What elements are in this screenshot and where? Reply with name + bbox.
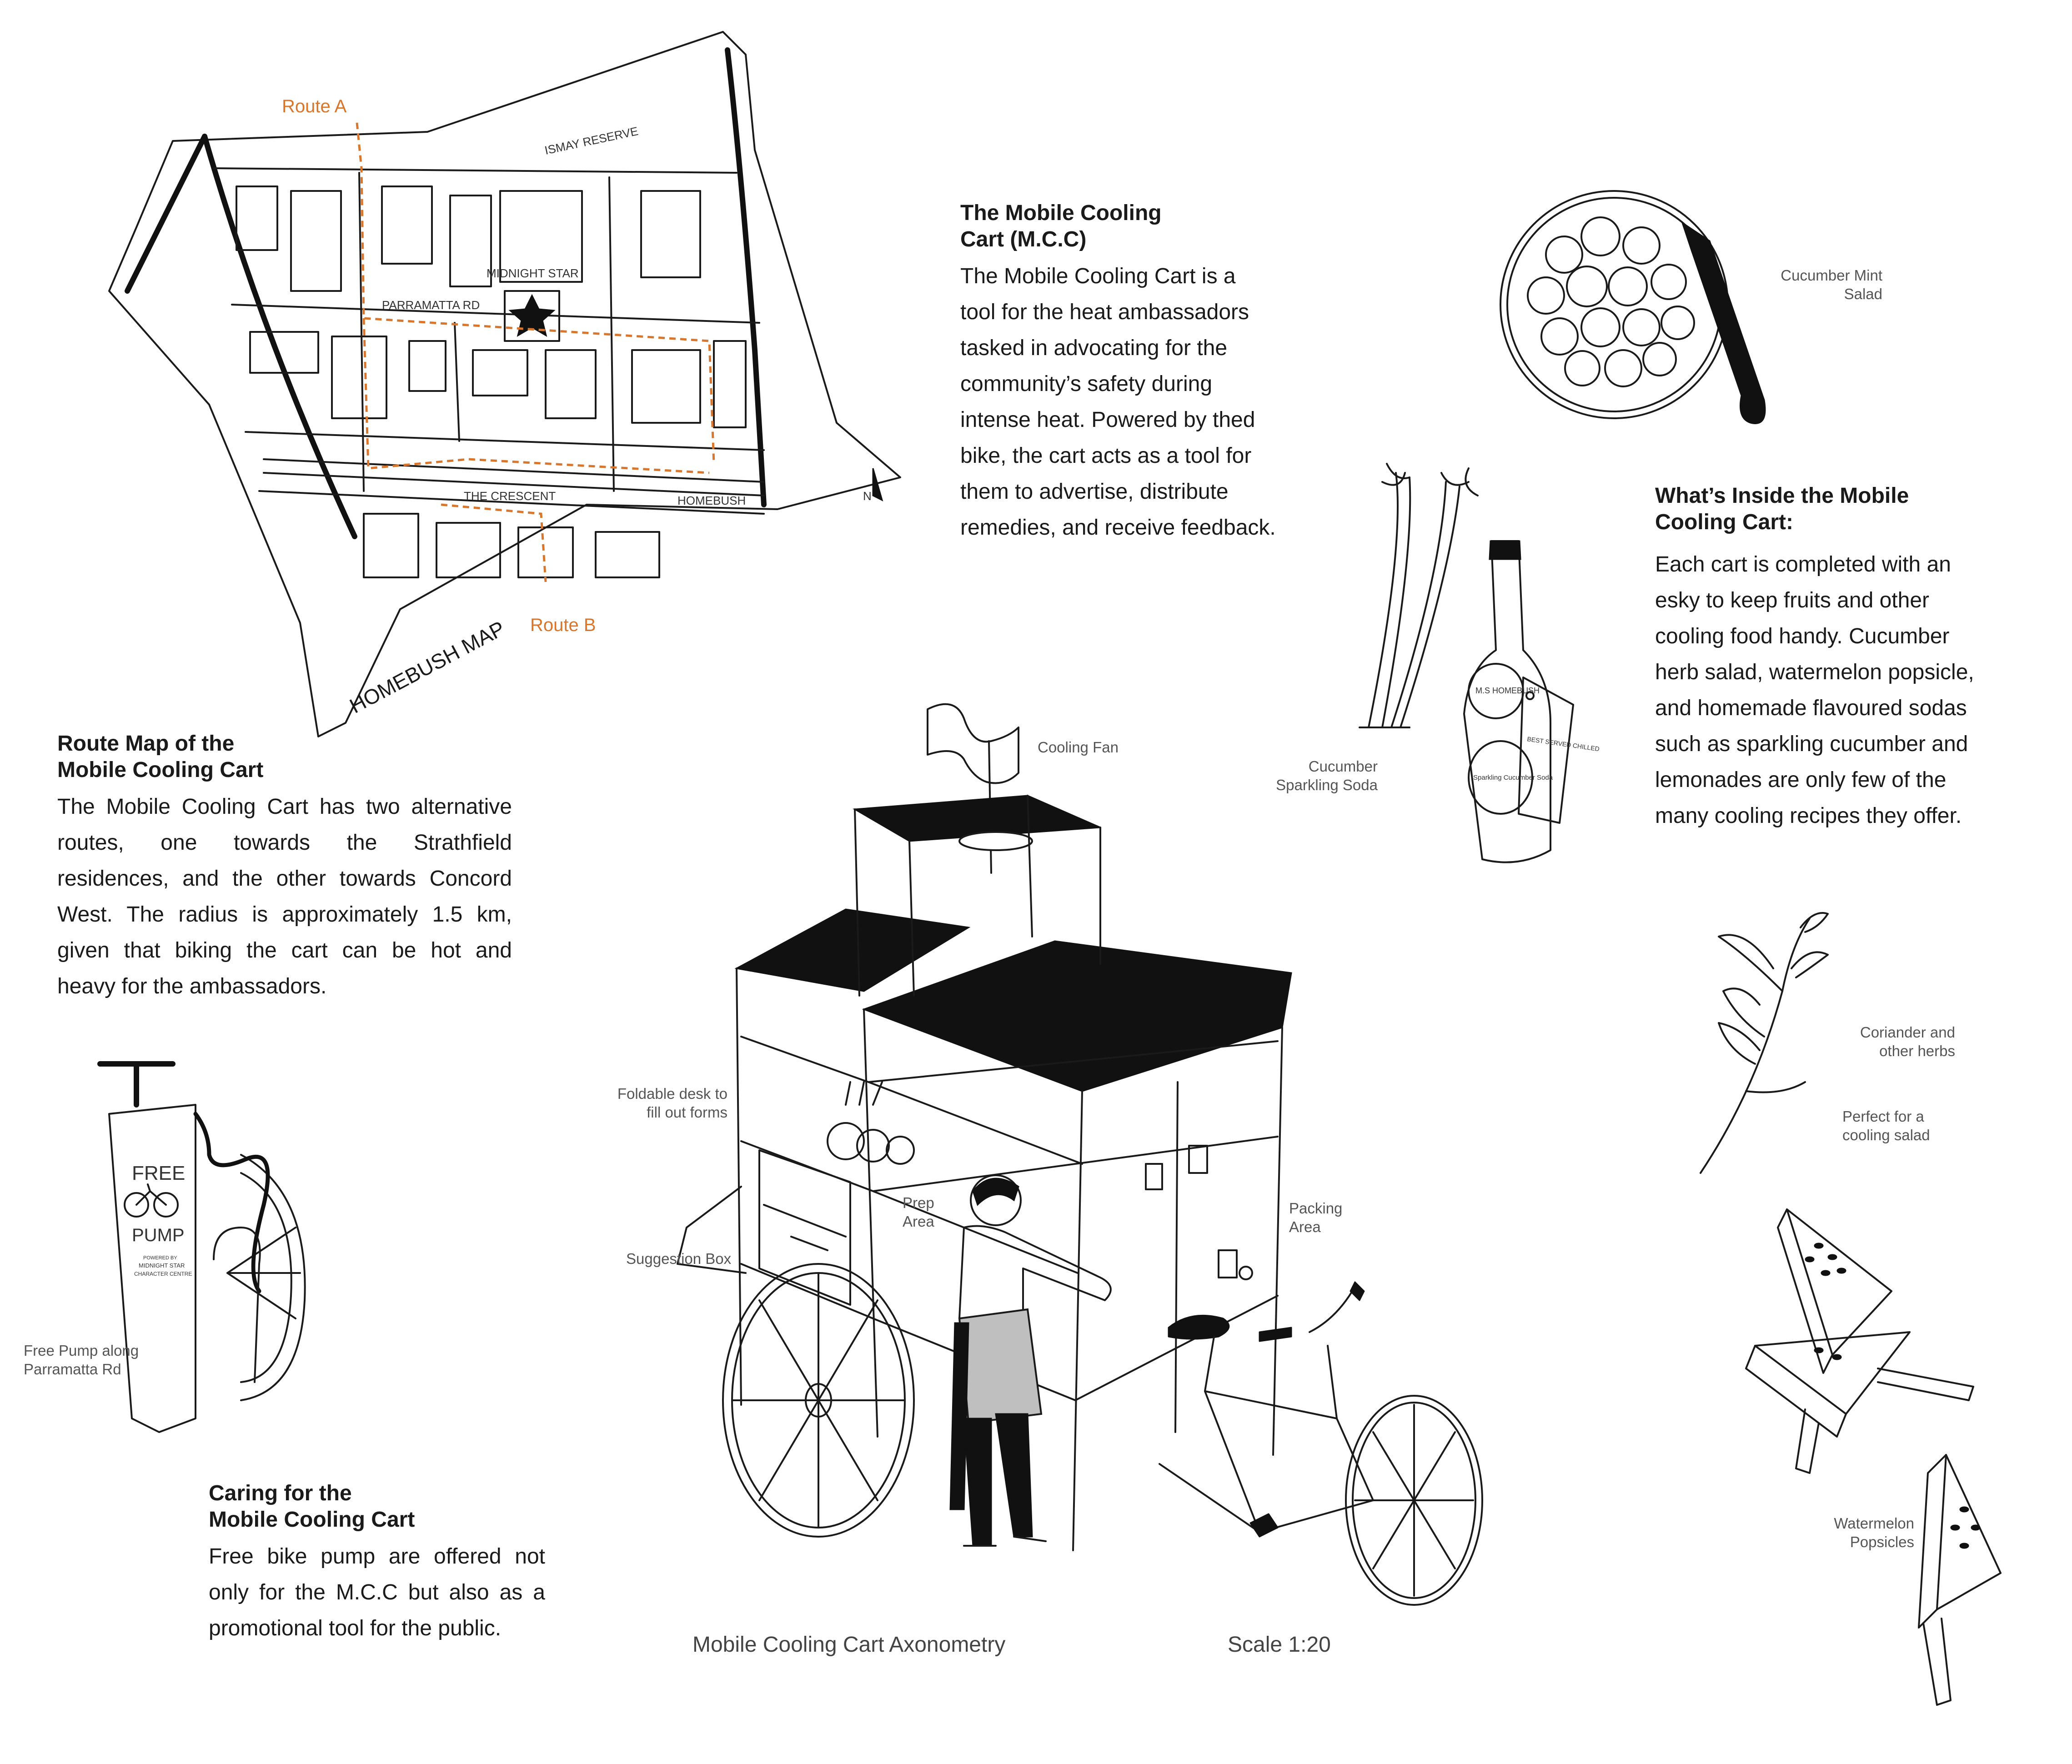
watermelon-popsicles-illustration [1745,1208,2002,1706]
vendor-figure [949,1174,1112,1547]
route-map-drawing: ISMAY RESERVE MIDNIGHT STAR PARRAMATTA R… [108,31,901,737]
map-label-homebush: HOMEBUSH [677,494,746,507]
soda-tag [1518,677,1574,824]
watermelon-seeds [1805,1243,1981,1549]
bike-rack [213,1227,261,1383]
caring-body: Free bike pump are offered not only for … [209,1544,545,1640]
route-a-label: Route A [282,96,347,116]
fan-base [958,831,1033,851]
pump-free-text: FREE [132,1162,185,1184]
map-label-north: N [863,489,872,503]
pump-pump-text: PUMP [132,1225,185,1245]
cucumber-soda-bottle-illustration: M.S HOMEBUSH Sparkling Cucumber Soda BES… [1463,540,1600,863]
mobile-cooling-cart-axonometry [677,703,1483,1606]
pump-handle [97,1061,176,1108]
bike-icon-frame [135,1183,167,1206]
soda-label-top: M.S HOMEBUSH [1475,686,1540,695]
roof-main-panel [862,940,1292,1092]
produce-on-shelf [827,1081,915,1165]
pump-small-text-1: POWERED BY [143,1255,177,1261]
mcc-body: The Mobile Cooling Cart is a tool for th… [960,264,1276,540]
roof-left-panel [734,908,971,992]
railway-thick-line-left [202,134,357,539]
cooling-fan-label: Cooling Fan [1038,739,1119,756]
cart-drawer [758,1149,851,1306]
map-label-crescent: THE CRESCENT [464,489,556,503]
pump-hose [193,1112,270,1293]
map-label-ismay-reserve: ISMAY RESERVE [543,124,639,157]
bike-icon-wheel-left [124,1192,149,1218]
axonometry-caption: Mobile Cooling Cart Axonometry [692,1633,1006,1657]
north-arrow-icon [872,468,883,501]
bike-wheel-partial [240,1154,306,1401]
route-b-label: Route B [530,615,596,635]
bike-icon-wheel-right [153,1192,179,1218]
free-bike-pump-illustration: FREE PUMP POWERED BY MIDNIGHT STAR CHARA… [97,1061,306,1433]
serving-spoon [1681,221,1766,424]
railway-thick-line-right [725,47,767,507]
suggestion-box-awning [677,1186,747,1274]
left-edge-thick-line [125,134,207,294]
pump-small-text-3: CHARACTER CENTRE [134,1271,192,1277]
map-label-parramatta-rd: PARRAMATTA RD [382,298,480,312]
bicycle [1159,1281,1483,1606]
map-sheet-outline [108,31,901,737]
cucumber-slices [1527,216,1695,387]
coriander-illustration [1700,912,1829,1174]
midnight-star-plot [504,290,560,342]
suggestion-box-label: Suggestion Box [626,1250,732,1267]
cucumber-salad-bowl-illustration [1500,190,1766,424]
pump-small-text-2: MIDNIGHT STAR [139,1262,185,1269]
cooling-fan-flag [927,703,1019,784]
soda-label-bottom: Sparkling Cucumber Soda [1473,774,1553,782]
celery-illustration [1359,463,1479,728]
jars-packing-area [1145,1145,1253,1280]
map-label-homebush-map: HOMEBUSH MAP [346,616,508,717]
route-b-path [362,318,710,582]
soda-tag-text: BEST SERVED CHILLED [1527,735,1600,752]
apron [958,1308,1043,1424]
scale-caption: Scale 1:20 [1228,1633,1331,1657]
route-map-body: The Mobile Cooling Cart has two alternat… [57,795,512,998]
map-buildings [236,185,747,578]
inside-body: Each cart is completed with an esky to k… [1655,552,1974,828]
cart-frame [736,795,1283,1551]
map-streets [213,167,765,515]
map-label-midnight-star: MIDNIGHT STAR [487,266,579,280]
cart-wheel-left [722,1263,915,1538]
star-icon [508,294,556,337]
pump-body [108,1104,196,1433]
route-a-path [356,122,715,464]
